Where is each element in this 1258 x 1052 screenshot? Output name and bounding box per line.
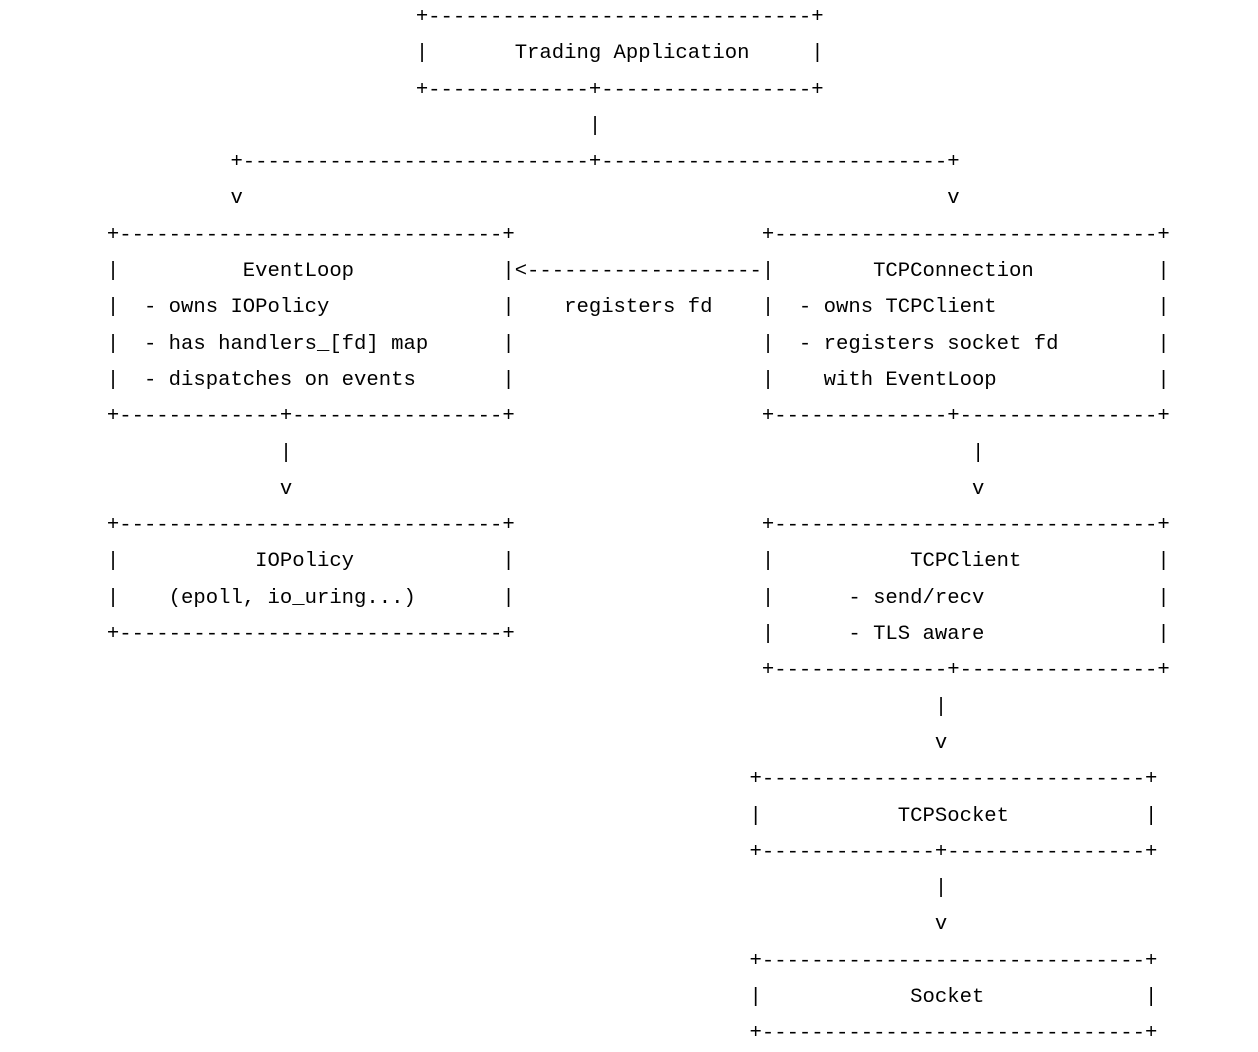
ascii-architecture-diagram: +-------------------------------+ | Trad…: [106, 6, 1170, 1046]
ascii-architecture-page: +-------------------------------+ | Trad…: [106, 6, 1170, 1046]
